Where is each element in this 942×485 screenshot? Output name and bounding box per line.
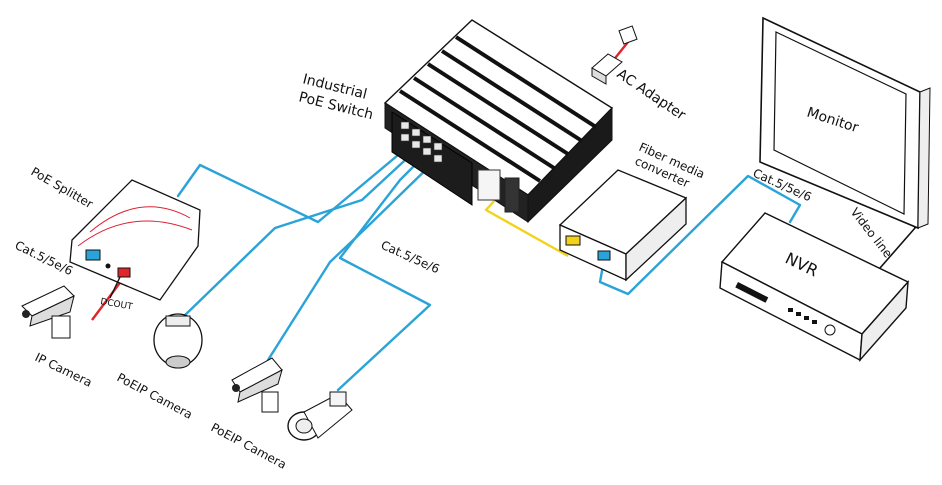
poe-splitter-label: PoE Splitter (29, 164, 96, 211)
dcout-label: DCOUT (99, 297, 133, 313)
cat-label-center: Cat.5/5e/6 (379, 238, 442, 276)
cable-switch-to-box-camera (266, 154, 442, 362)
poe-ip-camera-label-2: PoEIP Camera (209, 420, 289, 472)
poe-bullet-camera (287, 391, 353, 441)
cable-switch-to-dome-camera (180, 148, 418, 320)
industrial-poe-switch (383, 19, 614, 224)
cable-converter-to-nvr (598, 174, 802, 296)
ip-camera-label: IP Camera (33, 350, 95, 390)
poe-box-camera (231, 357, 283, 413)
ac-adapter (591, 25, 638, 85)
monitor (759, 16, 931, 230)
dcout-leader (109, 276, 121, 299)
ip-camera (21, 285, 75, 339)
fiber-cable (484, 199, 569, 258)
fiber-media-converter (558, 169, 688, 282)
cable-switch-to-splitter (176, 148, 406, 224)
poe-ip-camera-label-1: PoEIP Camera (115, 370, 195, 422)
cable-switch-to-bullet-camera (336, 150, 432, 392)
poe-splitter (69, 179, 201, 301)
cat-label-left: Cat.5/5e/6 (13, 238, 75, 278)
poe-dome-camera (153, 313, 203, 369)
nvr (719, 212, 910, 363)
ac-adapter-label: AC Adapter (614, 66, 689, 124)
